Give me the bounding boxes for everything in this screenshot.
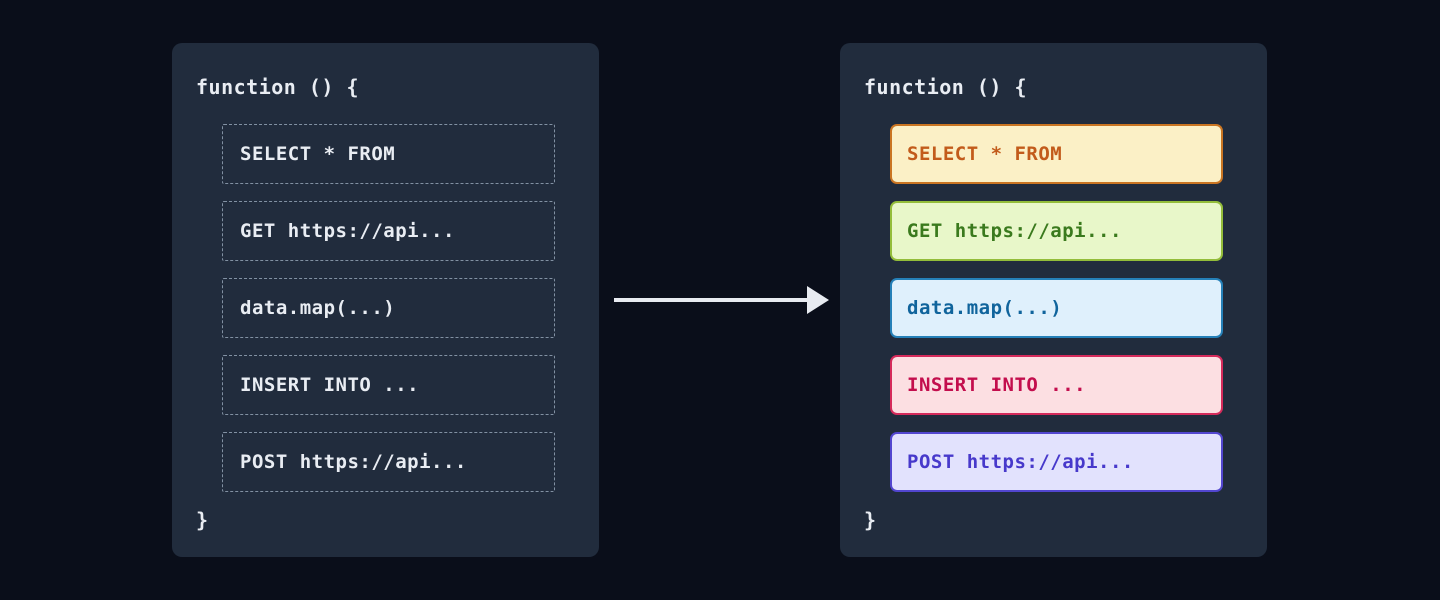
code-block-sql-select: SELECT * FROM: [222, 124, 555, 184]
function-close-after: }: [864, 508, 877, 532]
code-block-label: POST https://api...: [907, 451, 1134, 473]
code-block-http-get: GET https://api...: [222, 201, 555, 261]
right-arrow-icon: [614, 286, 829, 314]
code-block-label: INSERT INTO ...: [907, 374, 1087, 396]
code-block-sql-insert-highlighted: INSERT INTO ...: [890, 355, 1223, 415]
code-block-http-get-highlighted: GET https://api...: [890, 201, 1223, 261]
code-panel-after: function () { SELECT * FROM GET https://a…: [840, 43, 1267, 557]
code-blocks-after: SELECT * FROM GET https://api... data.map(…: [890, 124, 1223, 492]
code-block-js-map-highlighted: data.map(...): [890, 278, 1223, 338]
code-block-sql-insert: INSERT INTO ...: [222, 355, 555, 415]
code-block-label: POST https://api...: [240, 451, 467, 473]
code-block-label: data.map(...): [240, 297, 396, 319]
function-open-after: function () {: [864, 75, 1028, 99]
code-block-label: SELECT * FROM: [907, 143, 1063, 165]
function-close-before: }: [196, 508, 209, 532]
code-block-js-map: data.map(...): [222, 278, 555, 338]
code-block-sql-select-highlighted: SELECT * FROM: [890, 124, 1223, 184]
code-blocks-before: SELECT * FROM GET https://api... data.map(…: [222, 124, 555, 492]
code-block-label: INSERT INTO ...: [240, 374, 420, 396]
function-open-before: function () {: [196, 75, 360, 99]
code-block-label: GET https://api...: [907, 220, 1122, 242]
code-block-http-post-highlighted: POST https://api...: [890, 432, 1223, 492]
code-panel-before: function () { SELECT * FROM GET https://a…: [172, 43, 599, 557]
code-block-label: SELECT * FROM: [240, 143, 396, 165]
code-block-http-post: POST https://api...: [222, 432, 555, 492]
transform-arrow: [613, 282, 829, 318]
code-block-label: data.map(...): [907, 297, 1063, 319]
code-block-label: GET https://api...: [240, 220, 455, 242]
